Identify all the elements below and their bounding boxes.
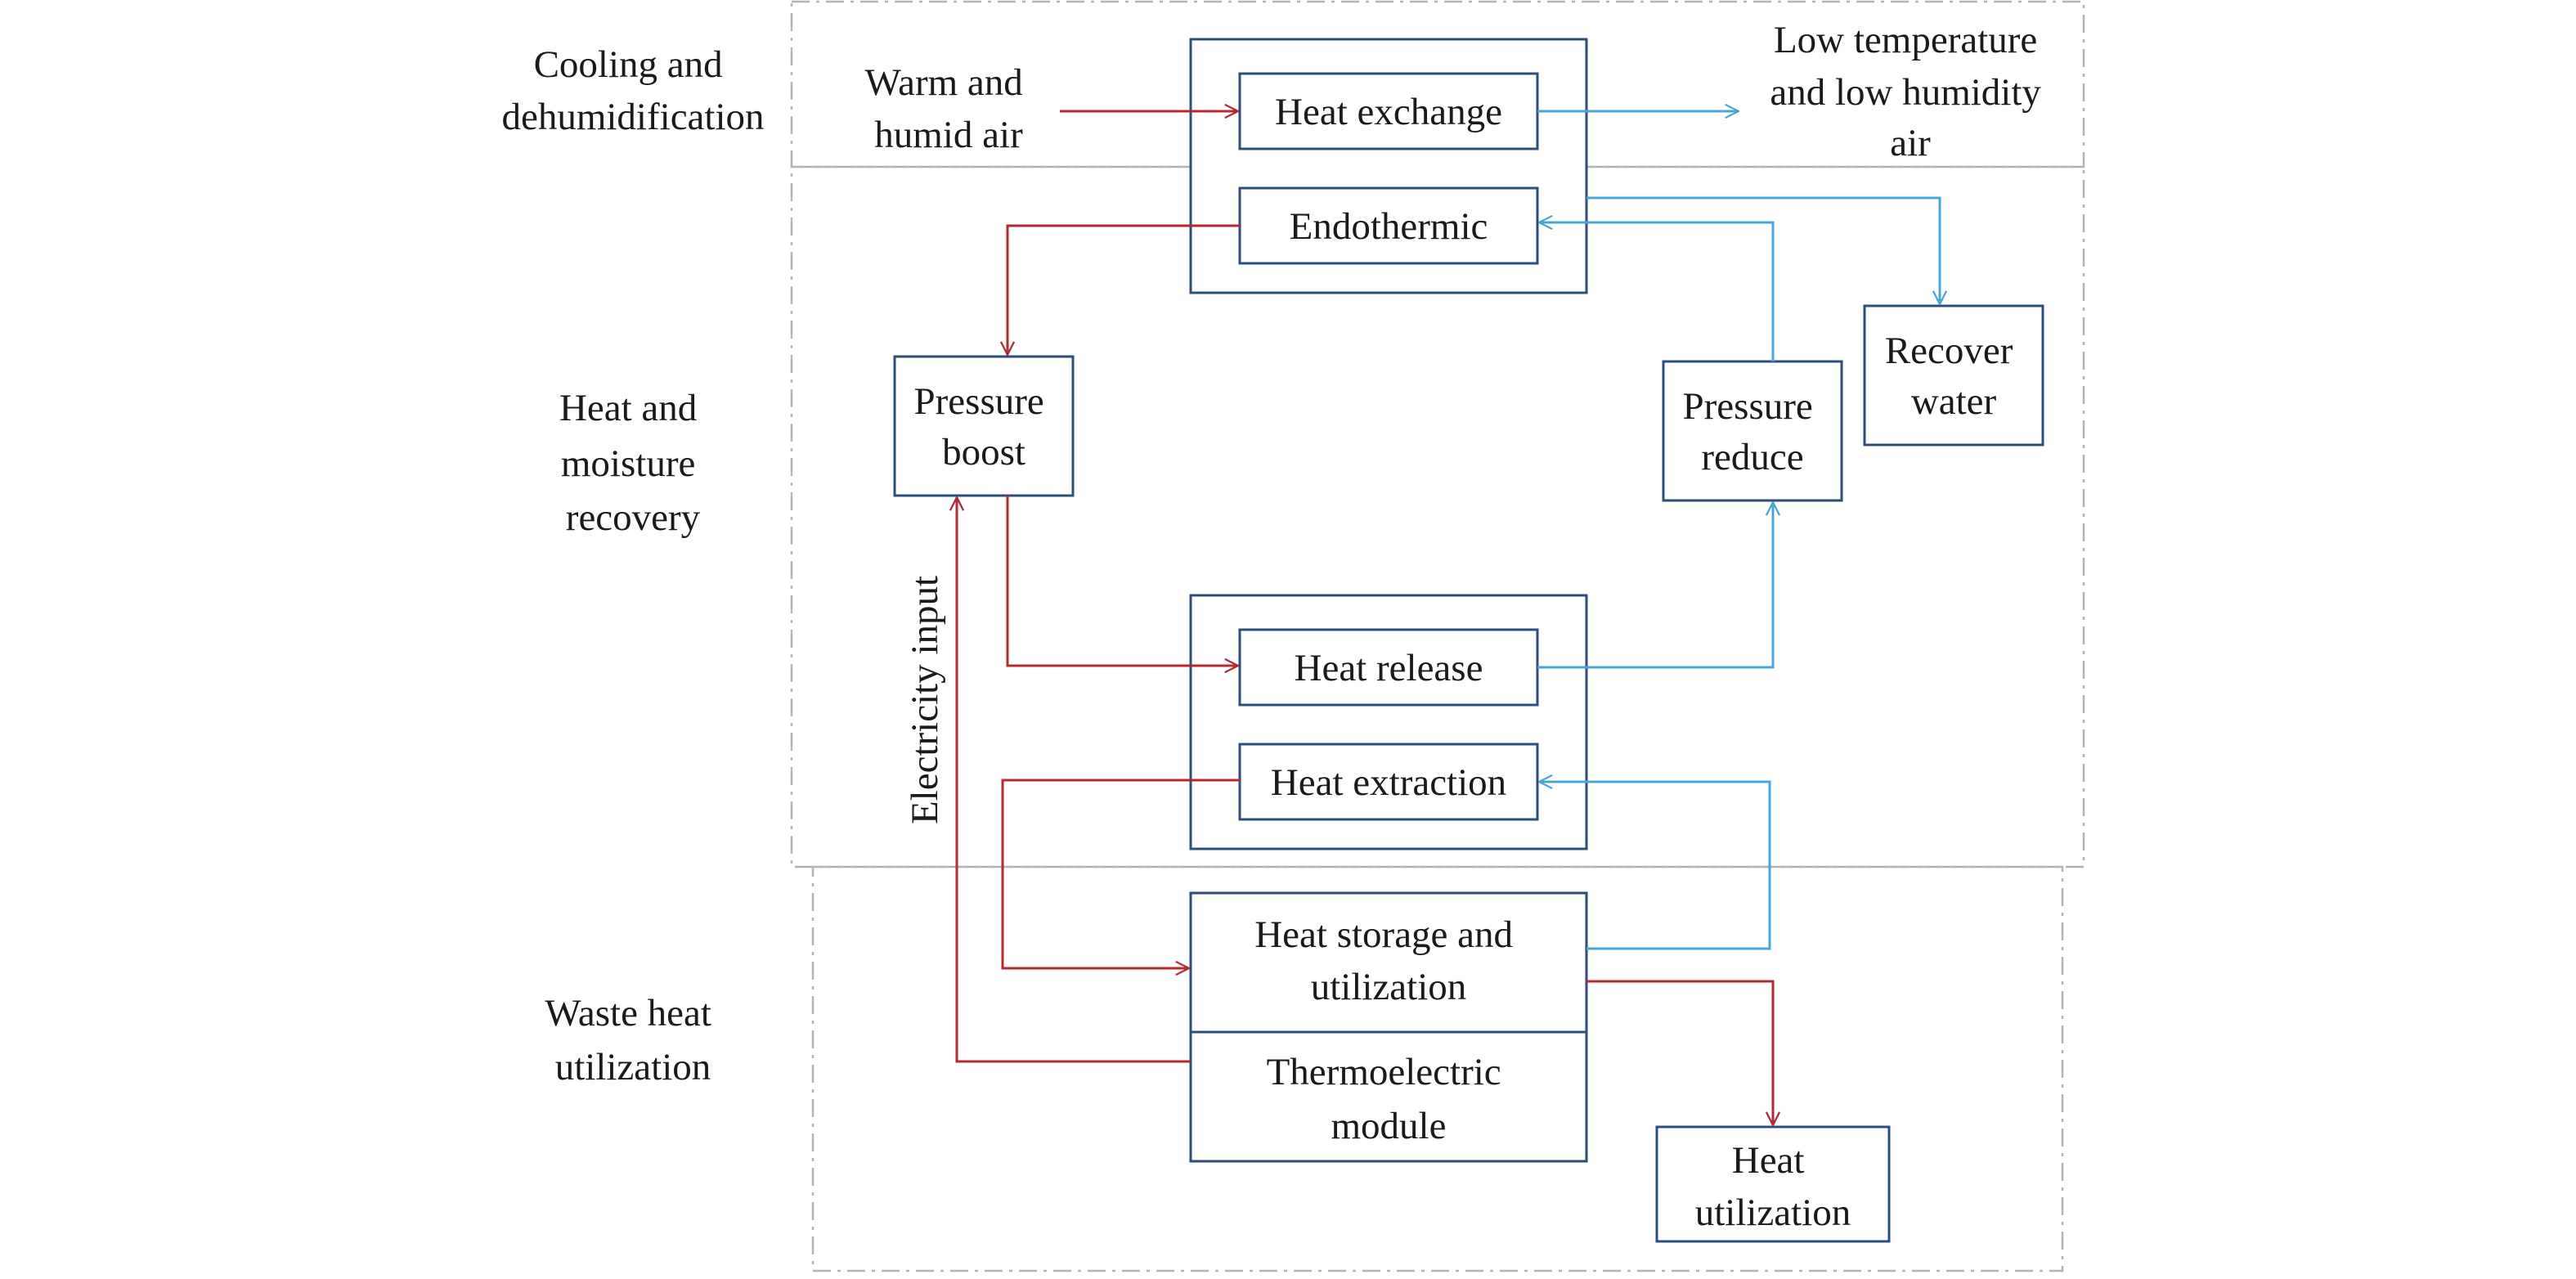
- node-endothermic: Endothermic: [1238, 186, 1539, 265]
- flow-heat-storage-to-heat-extraction: [1539, 782, 1771, 950]
- flow-electricity-to-pressure-boost: [957, 497, 1191, 1063]
- svg-text:Pressure reduce: Pressure reduce: [1683, 385, 1823, 478]
- svg-text:Heat storage and utiliza: Heat storage and utilization: [1254, 913, 1523, 1008]
- node-heat-release: Heat release: [1238, 628, 1539, 707]
- zone-label-cooling: Cooling and dehumidification: [501, 43, 764, 138]
- svg-text:Pressure boost: Pressure boost: [914, 380, 1054, 473]
- output-label-low-temperature-air: Low temperature and low humidity air: [1770, 19, 2050, 164]
- svg-text:Heat extraction: Heat extraction: [1271, 761, 1506, 804]
- flow-pressure-boost-to-heat-release: [1006, 496, 1238, 666]
- input-label-warm-humid-air: Warm and humid air: [864, 61, 1032, 156]
- node-pressure-boost: Pressure boost: [893, 355, 1075, 497]
- flow-heat-storage-to-heat-utilization: [1586, 980, 1773, 1125]
- node-pressure-reduce: Pressure reduce: [1662, 360, 1843, 502]
- node-heat-exchange: Heat exchange: [1238, 72, 1539, 150]
- node-heat-extraction: Heat extraction: [1238, 743, 1539, 821]
- flow-heat-extraction-to-heat-storage: [1001, 779, 1240, 968]
- node-recover-water: Recover water: [1863, 304, 2044, 447]
- node-heat-utilization: Heat utilization: [1655, 1125, 1891, 1243]
- svg-text:Thermoelectric module: Thermoelectric module: [1267, 1051, 1511, 1147]
- electricity-input-label: Electricity input: [904, 576, 946, 824]
- svg-text:Endothermic: Endothermic: [1290, 205, 1488, 248]
- node-heat-storage-and-utilization: Heat storage and utilization: [1189, 891, 1588, 1034]
- svg-text:Heat exchange: Heat exchange: [1275, 91, 1502, 133]
- svg-text:Recover water: Recover water: [1885, 330, 2022, 423]
- flow-endothermic-to-pressure-boost: [1008, 224, 1240, 355]
- flow-pressure-reduce-to-endothermic: [1539, 222, 1775, 361]
- zone-label-recovery: Heat and moisture recovery: [559, 387, 707, 539]
- zone-waste-frame: [811, 865, 2064, 1272]
- svg-text:Heat release: Heat release: [1295, 647, 1483, 689]
- zone-label-waste: Waste heat utilization: [545, 992, 720, 1088]
- flow-heat-release-to-pressure-reduce: [1537, 502, 1773, 669]
- flow-evaporator-to-recover-water: [1586, 196, 1940, 304]
- node-thermoelectric-module: Thermoelectric module: [1189, 1030, 1588, 1163]
- svg-text:Heat utilization: Heat utilization: [1695, 1139, 1851, 1234]
